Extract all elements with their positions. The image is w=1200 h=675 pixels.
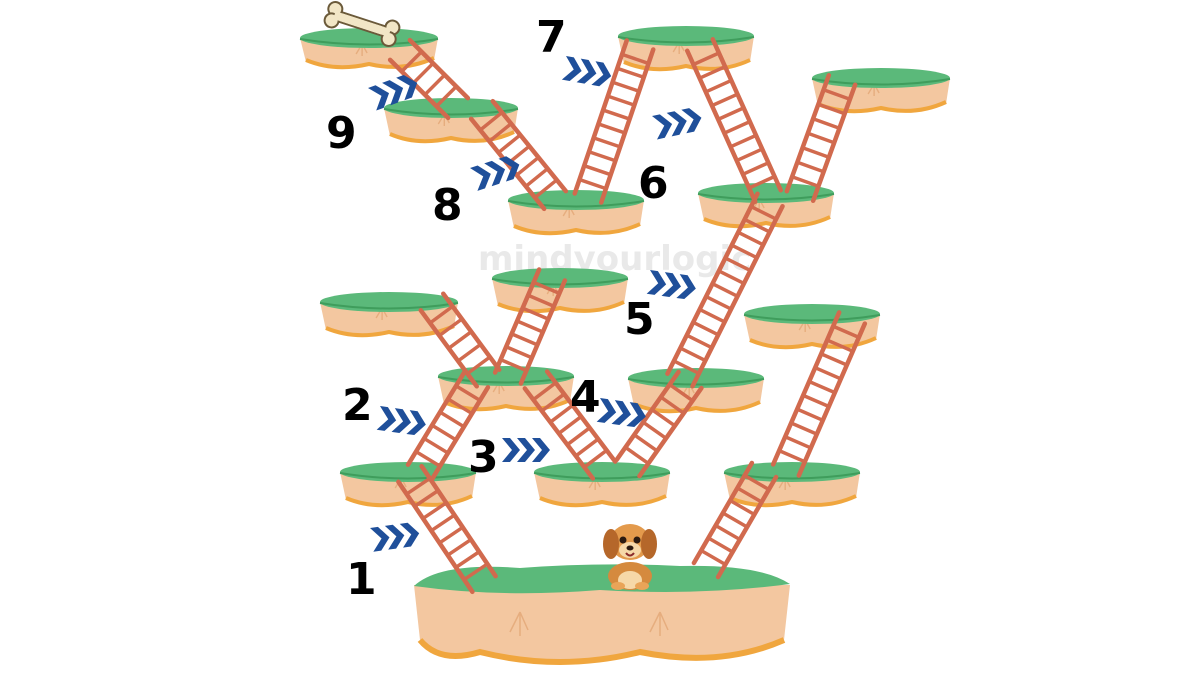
ladder (770, 310, 868, 478)
ladder (405, 370, 491, 482)
ladder-number-label: 8 (432, 180, 463, 231)
ladder (684, 37, 784, 204)
ladder (396, 463, 498, 595)
platform (617, 26, 755, 72)
ladder (492, 267, 568, 386)
platform (507, 190, 645, 236)
ladder (572, 38, 656, 205)
platform (299, 28, 439, 70)
ladder-number-label: 1 (346, 554, 377, 605)
chevron-arrow-icon (502, 438, 550, 462)
ladder-number-label: 6 (638, 158, 669, 209)
chevron-arrow-icon (652, 106, 704, 140)
chevron-arrow-icon (561, 56, 614, 88)
ladders-layer (387, 37, 868, 595)
platform (811, 68, 951, 114)
platform (533, 462, 671, 508)
chevron-arrow-icon (376, 406, 428, 437)
ladder (614, 369, 704, 479)
puppy-icon (603, 524, 657, 590)
ladder (387, 37, 471, 121)
platforms-layer (299, 26, 951, 665)
platform (723, 462, 861, 508)
ladder-number-label: 7 (536, 12, 567, 63)
ladder (418, 291, 502, 389)
ladder-number-label: 9 (326, 108, 357, 159)
ladder (691, 460, 779, 580)
ladder (784, 72, 858, 204)
ladder-number-label: 5 (624, 294, 655, 345)
ladder-number-label: 4 (570, 372, 601, 423)
ladder-number-label: 2 (342, 380, 373, 431)
ladder-number-label: 3 (468, 432, 499, 483)
chevron-arrow-icon (370, 521, 421, 552)
platform (697, 183, 835, 229)
ground-platform (414, 564, 790, 665)
ladder (665, 191, 785, 389)
labels-layer: 1 2 3 45 6 7 8 9 (326, 12, 669, 605)
bone-icon (323, 1, 401, 47)
ladder (522, 369, 618, 481)
